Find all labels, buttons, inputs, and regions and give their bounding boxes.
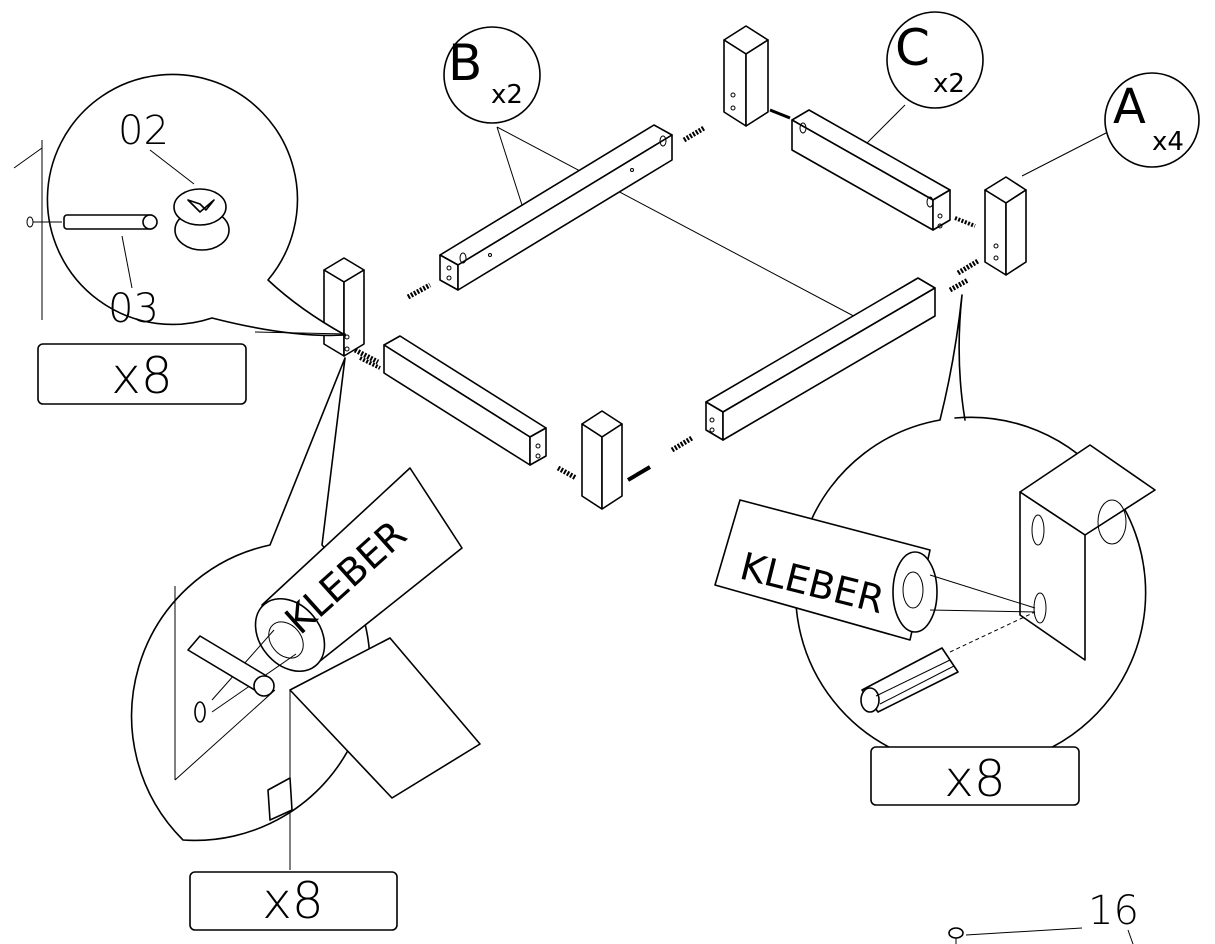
glue-detail-right: KLEBER [714, 294, 1156, 769]
svg-text:x8: x8 [944, 750, 1005, 808]
svg-text:x8: x8 [262, 872, 323, 930]
qty-box-glue-right: x8 [870, 746, 1080, 808]
rail-c-front [383, 335, 547, 466]
rail-b-front [705, 277, 936, 441]
post-top-back [723, 25, 769, 127]
dowel-icon-right [860, 647, 959, 713]
svg-text:x2: x2 [491, 80, 523, 110]
cam-bolt-icon [187, 635, 275, 723]
part-label-a: A x4 [1104, 72, 1200, 168]
svg-text:A: A [1113, 79, 1146, 135]
qty-box-cam: x8 [37, 343, 247, 405]
svg-text:B: B [448, 34, 482, 92]
post-left [323, 257, 365, 357]
qty-box-glue-left: x8 [189, 871, 398, 931]
svg-text:03: 03 [108, 286, 159, 332]
dowels [353, 108, 980, 482]
foot-hardware: 16 [948, 888, 1139, 944]
svg-text:16: 16 [1088, 888, 1139, 934]
svg-text:x8: x8 [111, 347, 172, 405]
svg-text:x4: x4 [1152, 127, 1184, 157]
rail-b-back [439, 124, 673, 291]
dowel-icon [267, 777, 293, 821]
part-label-b: B x2 [443, 26, 541, 124]
post-front [581, 410, 623, 510]
cam-lock-detail: 02 03 [13, 73, 347, 337]
glue-detail-left: KLEBER [130, 357, 481, 870]
cam-lock-icon [173, 188, 230, 251]
rail-c-back [791, 109, 951, 231]
svg-text:C: C [895, 19, 930, 77]
svg-text:02: 02 [118, 108, 169, 154]
post-right [984, 176, 1027, 276]
part-label-c: C x2 [886, 11, 984, 109]
svg-text:x2: x2 [933, 69, 965, 99]
